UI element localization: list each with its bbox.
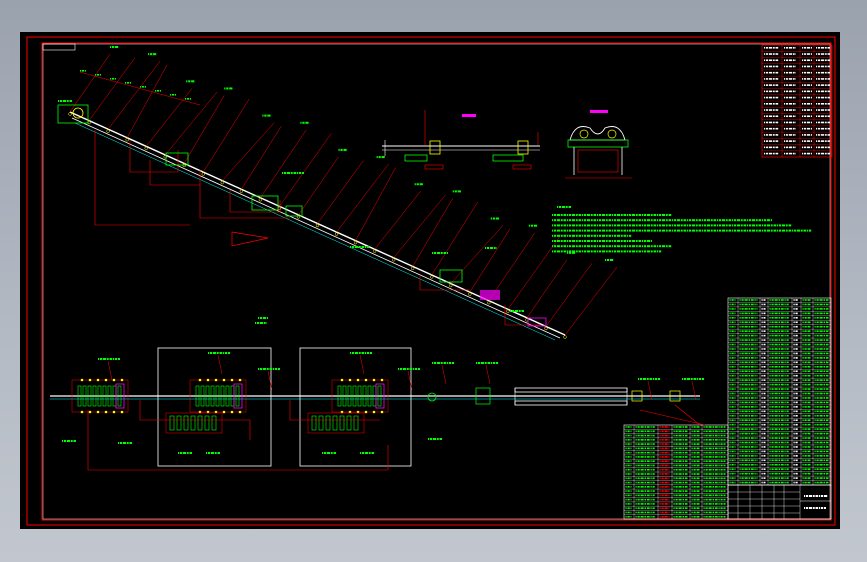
inclined-conveyor — [57, 46, 618, 341]
bill-of-materials-right — [727, 297, 832, 486]
bill-of-materials-center — [623, 424, 729, 520]
parameter-table-top-right — [761, 44, 833, 158]
outer-border — [26, 36, 836, 526]
inner-border — [41, 42, 832, 521]
technical-notes — [552, 206, 812, 253]
title-block — [727, 484, 832, 520]
inner-border-white — [42, 43, 831, 520]
side-view-small — [382, 110, 540, 170]
drawing-sheet — [20, 32, 840, 529]
cross-section-view — [565, 110, 632, 179]
corner-tag — [42, 43, 76, 51]
plan-view — [50, 347, 706, 471]
